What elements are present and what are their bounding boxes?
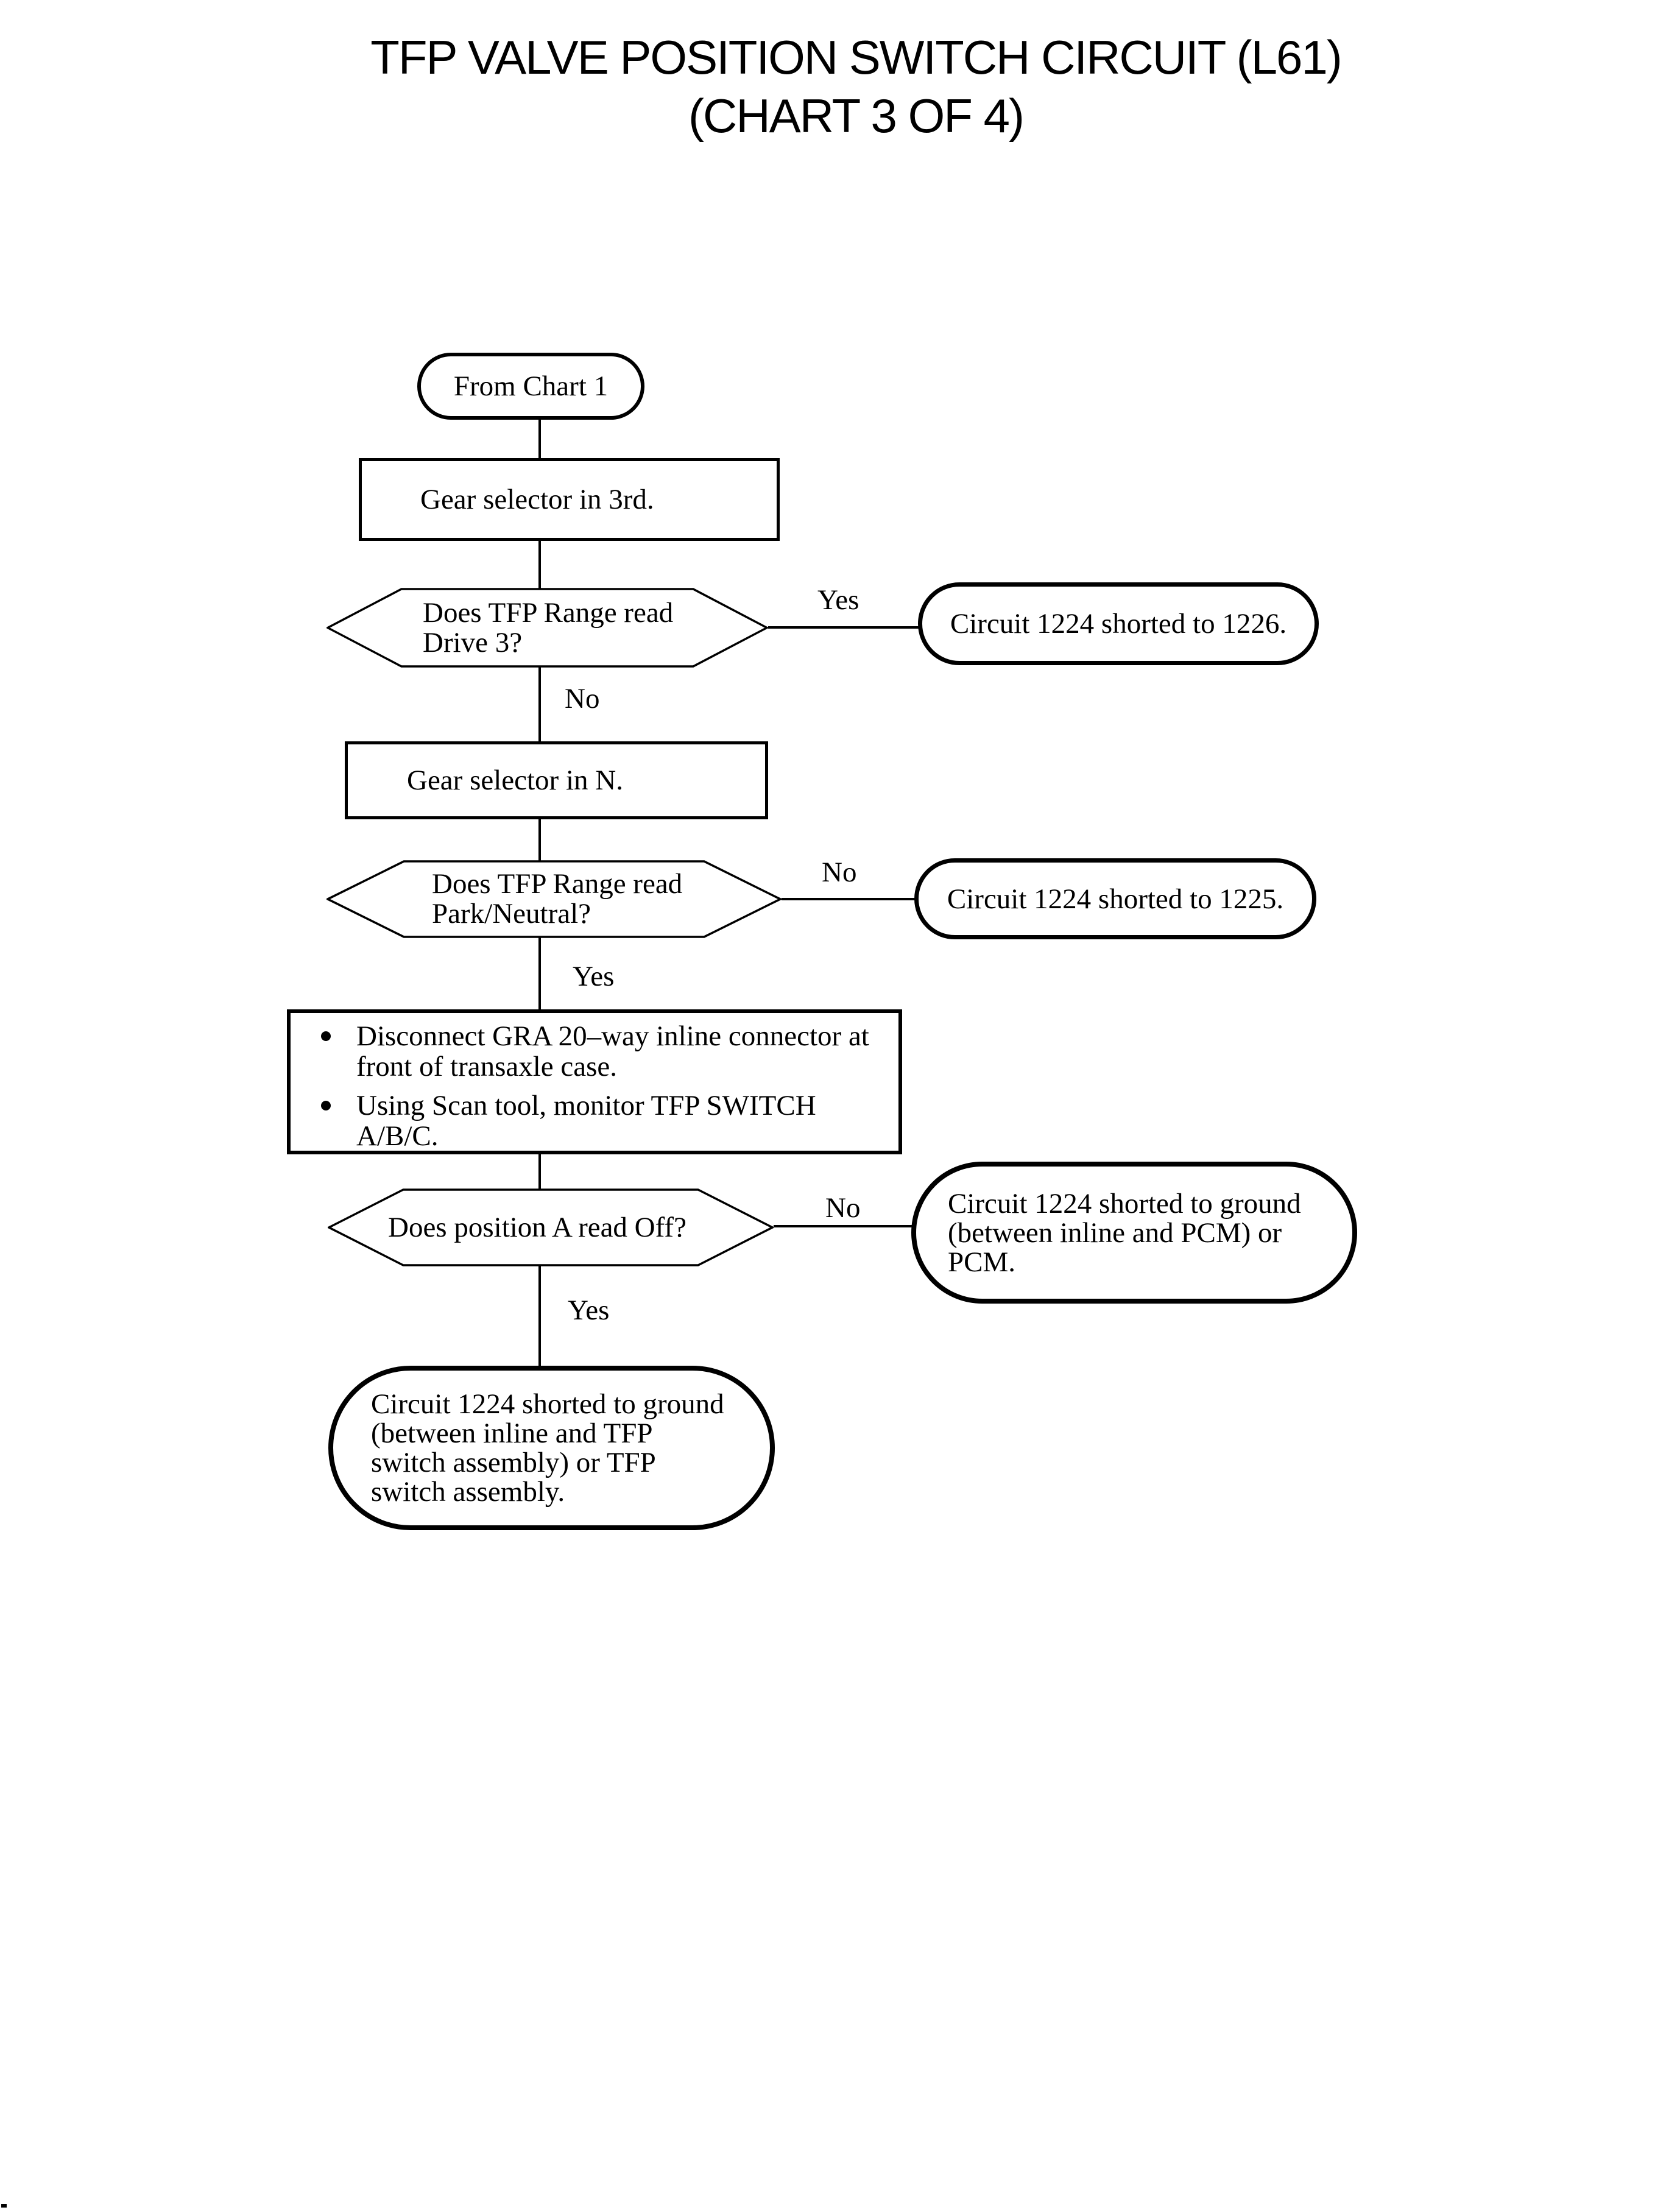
- process-gear-n-label: Gear selector in N.: [407, 764, 623, 796]
- connector-decision2-yes: [538, 937, 541, 1009]
- decision-drive3-line1: Does TFP Range read: [423, 596, 674, 629]
- decision-position-a: Does position A read Off?: [328, 1188, 774, 1266]
- result-ground-tfp-node: Circuit 1224 shorted to ground (between …: [328, 1366, 775, 1530]
- connector-step2-to-decision2: [538, 818, 541, 861]
- result-ground-pcm-line2: (between inline and PCM) or: [948, 1216, 1282, 1249]
- connector-decision1-yes: [768, 626, 919, 629]
- decision-position-a-label: Does position A read Off?: [388, 1211, 686, 1243]
- result-ground-pcm-node: Circuit 1224 shorted to ground (between …: [911, 1162, 1357, 1304]
- process-gear-3rd: Gear selector in 3rd.: [359, 458, 780, 541]
- label-no-decision1: No: [565, 683, 600, 715]
- result-1225-node: Circuit 1224 shorted to 1225.: [914, 858, 1316, 939]
- decision-drive3-shape: [326, 588, 768, 668]
- action-item-2: Using Scan tool, monitor TFP SWITCH A/B/…: [321, 1090, 886, 1151]
- connector-decision2-no: [782, 898, 916, 900]
- result-1226-node: Circuit 1224 shorted to 1226.: [918, 582, 1319, 665]
- action-item-2-line1: Using Scan tool, monitor TFP SWITCH A/B/…: [356, 1090, 816, 1152]
- label-yes-decision2: Yes: [573, 961, 615, 992]
- process-gear-n: Gear selector in N.: [345, 741, 768, 819]
- decision-park-neutral-line2: Park/Neutral?: [432, 898, 591, 930]
- process-gear-3rd-label: Gear selector in 3rd.: [420, 484, 654, 515]
- connector-decision3-yes: [538, 1265, 541, 1366]
- result-ground-pcm-line3: PCM.: [948, 1246, 1016, 1278]
- connector-decision1-no: [538, 666, 541, 741]
- connector-decision3-no: [774, 1225, 912, 1227]
- decision-position-a-shape: [328, 1188, 774, 1266]
- scan-artifact-dot: [1, 2204, 7, 2208]
- result-ground-tfp-line2: (between inline and TFP: [371, 1417, 653, 1449]
- result-ground-tfp-line4: switch assembly.: [371, 1476, 565, 1508]
- action-item-1-line2: front of transaxle case.: [356, 1051, 618, 1082]
- decision-drive3: Does TFP Range read Drive 3?: [326, 588, 768, 668]
- result-ground-tfp-line1: Circuit 1224 shorted to ground: [371, 1388, 724, 1420]
- page-title: TFP VALVE POSITION SWITCH CIRCUIT (L61) …: [30, 28, 1680, 145]
- bullet-icon: [321, 1031, 331, 1041]
- decision-park-neutral-shape: [326, 860, 782, 938]
- decision-park-neutral-line1: Does TFP Range read: [432, 868, 683, 900]
- bullet-icon: [321, 1101, 331, 1110]
- connector-start-to-step1: [538, 418, 541, 459]
- action-item-1: Disconnect GRA 20–way inline connector a…: [321, 1021, 886, 1082]
- label-no-decision2: No: [822, 856, 857, 888]
- start-node: From Chart 1: [417, 353, 644, 420]
- decision-drive3-line2: Drive 3?: [423, 626, 523, 658]
- page-title-line2: (CHART 3 OF 4): [688, 89, 1025, 143]
- label-yes-decision3: Yes: [568, 1294, 610, 1326]
- result-ground-tfp-line3: switch assembly) or TFP: [371, 1447, 656, 1478]
- result-1225-label: Circuit 1224 shorted to 1225.: [947, 883, 1284, 915]
- action-box: Disconnect GRA 20–way inline connector a…: [287, 1009, 902, 1154]
- result-ground-pcm-line1: Circuit 1224 shorted to ground: [948, 1187, 1301, 1220]
- result-1226-label: Circuit 1224 shorted to 1226.: [950, 608, 1287, 640]
- label-no-decision3: No: [825, 1192, 861, 1224]
- page-title-line1: TFP VALVE POSITION SWITCH CIRCUIT (L61): [370, 30, 1342, 84]
- connector-step1-to-decision1: [538, 540, 541, 589]
- start-node-label: From Chart 1: [453, 370, 609, 402]
- label-yes-decision1: Yes: [817, 584, 859, 616]
- action-item-1-line1: Disconnect GRA 20–way inline connector a…: [356, 1020, 869, 1052]
- connector-action-to-decision3: [538, 1153, 541, 1190]
- decision-park-neutral: Does TFP Range read Park/Neutral?: [326, 860, 782, 938]
